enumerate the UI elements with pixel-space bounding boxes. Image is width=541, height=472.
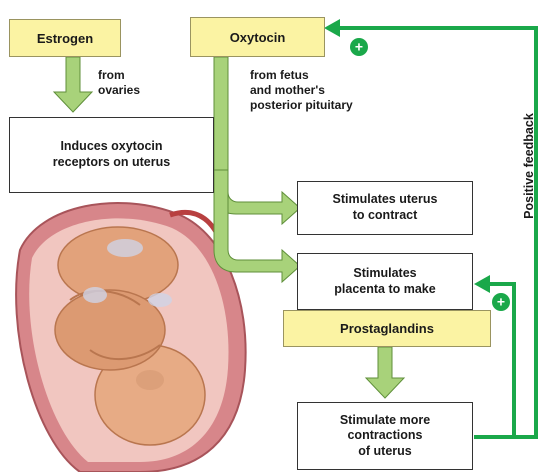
- prostaglandins-label: Prostaglandins: [340, 321, 434, 336]
- fetus-in-uterus-illustration: [16, 203, 246, 472]
- estrogen-box: Estrogen: [9, 19, 121, 57]
- stimulates-uterus-box: Stimulates uterus to contract: [297, 181, 473, 235]
- estrogen-down-arrow: [54, 57, 92, 112]
- from-ovaries-note: from ovaries: [98, 68, 140, 98]
- oxytocin-label: Oxytocin: [230, 30, 286, 45]
- outer-plus-sign: +: [355, 39, 363, 55]
- positive-feedback-label: Positive feedback: [521, 103, 537, 229]
- outer-feedback-arrowhead: [324, 19, 340, 37]
- oxytocin-box: Oxytocin: [190, 17, 325, 57]
- estrogen-label: Estrogen: [37, 31, 93, 46]
- inner-plus-sign: +: [497, 294, 505, 310]
- from-fetus-note: from fetus and mother's posterior pituit…: [250, 68, 353, 113]
- stimulate-more-contractions-box: Stimulate more contractions of uterus: [297, 402, 473, 470]
- stimulates-placenta-box: Stimulates placenta to make: [297, 253, 473, 310]
- prostaglandins-box: Prostaglandins: [283, 310, 491, 347]
- prostaglandins-down-arrow: [366, 347, 404, 398]
- induces-oxytocin-receptors-box: Induces oxytocin receptors on uterus: [9, 117, 214, 193]
- inner-feedback-arrowhead: [474, 275, 490, 293]
